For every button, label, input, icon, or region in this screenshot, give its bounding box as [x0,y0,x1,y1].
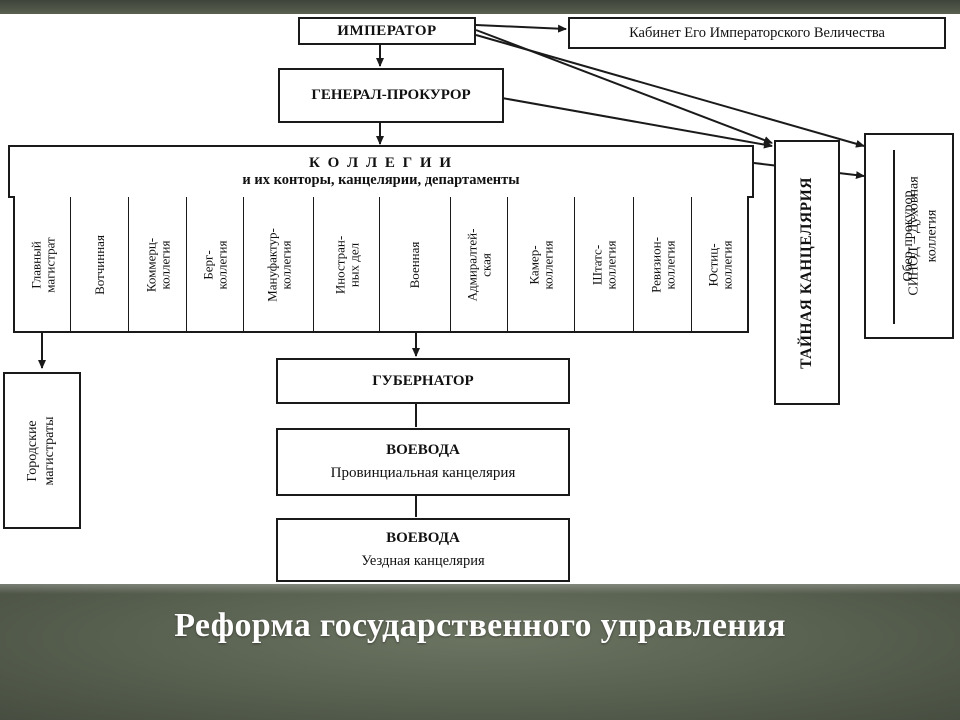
collegium-admiralty: Адмиралтей-ская [451,197,508,333]
secret-chancellery-box: ТАЙНАЯ КАНЦЕЛЯРИЯ [774,140,840,405]
cabinet-label: Кабинет Его Императорского Величества [629,24,885,41]
collegia-header-box: К О Л Л Е Г И И и их конторы, канцелярии… [8,145,754,198]
district-chancellery-label: Уездная канцелярия [361,553,485,570]
collegium-commerce: Коммерц-коллегия [129,197,187,333]
synod-box: Обер-прокурор [864,133,954,339]
collegium-shtats: Штатс-коллегия [575,197,634,333]
collegium-justice: Юстиц-коллегия [704,240,734,290]
synod-collegium-label: коллегия [924,209,939,263]
general-prosecutor-label: ГЕНЕРАЛ-ПРОКУРОР [311,87,471,103]
voivode-provincial-label: ВОЕВОДА [386,441,460,458]
synod-text: СИНОД – Духовная коллегия [894,135,952,337]
slide-title: Реформа государственного управления [174,607,786,644]
voivode-district-box: ВОЕВОДА Уездная канцелярия [276,518,570,582]
collegia-list [13,196,749,333]
synod-divider [893,150,895,324]
collegia-title: К О Л Л Е Г И И [308,154,454,171]
collegium-foreign-affairs: Иностран-ных дел [314,197,380,333]
collegium-kamer: Камер-коллегия [508,197,575,333]
background-top [0,0,960,14]
collegium-manufactory: Мануфактур-коллегия [244,197,314,333]
collegium-votchinnaya: Вотчинная [71,197,129,333]
secret-chancellery-label: ТАЙНАЯ КАНЦЕЛЯРИЯ [797,176,815,369]
collegium-revision: Ревизион-коллегия [634,197,692,333]
governor-label: ГУБЕРНАТОР [372,372,474,389]
general-prosecutor-box: ГЕНЕРАЛ-ПРОКУРОР [278,68,504,123]
provincial-chancellery-label: Провинциальная канцелярия [330,465,516,481]
voivode-district-label: ВОЕВОДА [386,530,460,547]
voivode-provincial-box: ВОЕВОДА Провинциальная канцелярия [276,428,570,496]
governor-box: ГУБЕРНАТОР [276,358,570,404]
city-magistrates-line2: магистраты [42,415,57,486]
city-magistrates-line1: Городские [25,419,41,482]
cabinet-box: Кабинет Его Императорского Величества [568,17,946,49]
emperor-label: ИМПЕРАТОР [337,22,437,39]
synod-label: СИНОД – Духовная [906,176,922,296]
title-band [0,584,960,720]
emperor-box: ИМПЕРАТОР [298,17,476,45]
collegium-military: Военная [380,197,451,333]
city-magistrates-box: Городские магистраты [3,372,81,529]
collegium-berg: Берг-коллегия [187,197,244,333]
collegia-subtitle: и их конторы, канцелярии, департаменты [242,171,520,188]
